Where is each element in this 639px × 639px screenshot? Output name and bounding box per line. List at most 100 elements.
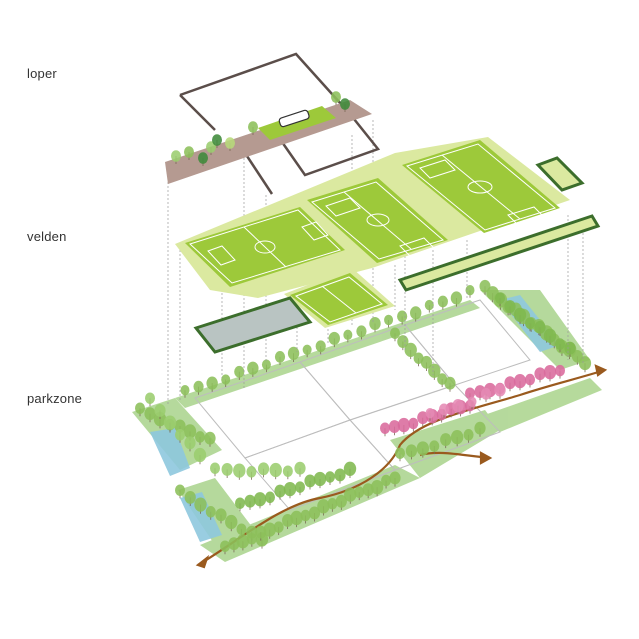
tree bbox=[450, 430, 464, 447]
loper-layer bbox=[165, 52, 381, 195]
tree bbox=[397, 335, 409, 351]
layer-label-loper: loper bbox=[27, 66, 57, 81]
tree bbox=[328, 331, 340, 348]
tree bbox=[263, 522, 276, 539]
tree bbox=[194, 497, 207, 514]
tree bbox=[390, 327, 400, 342]
tree bbox=[283, 481, 297, 499]
tree bbox=[465, 285, 475, 298]
pink-tree bbox=[513, 373, 527, 391]
tree bbox=[246, 532, 257, 547]
pink-tree bbox=[504, 376, 516, 392]
tree bbox=[212, 134, 222, 148]
grey-court bbox=[193, 296, 313, 354]
tree bbox=[220, 540, 230, 555]
tree bbox=[495, 292, 505, 307]
tree bbox=[215, 508, 227, 524]
tree bbox=[247, 361, 259, 377]
small-strip-rectangle bbox=[535, 156, 585, 192]
tree bbox=[205, 506, 216, 520]
tree bbox=[171, 150, 181, 164]
tree bbox=[395, 447, 405, 462]
tree bbox=[144, 407, 156, 423]
pink-tree bbox=[480, 387, 492, 402]
tree bbox=[253, 492, 267, 509]
tree bbox=[287, 346, 300, 363]
water-pond-west bbox=[150, 428, 190, 476]
tree bbox=[344, 487, 357, 504]
tree bbox=[225, 514, 238, 532]
loper-green-patch bbox=[258, 106, 336, 140]
tree bbox=[163, 415, 177, 432]
tree bbox=[206, 141, 216, 155]
tree bbox=[564, 341, 576, 357]
tree bbox=[405, 444, 418, 460]
tree bbox=[221, 462, 233, 478]
tree bbox=[420, 355, 433, 371]
tree bbox=[302, 344, 312, 358]
pink-tree bbox=[408, 417, 419, 432]
tree bbox=[340, 98, 350, 112]
loper-bench bbox=[278, 109, 310, 128]
parkzone-layer bbox=[132, 279, 608, 569]
tree bbox=[248, 121, 258, 135]
tree bbox=[206, 376, 218, 392]
layer-label-parkzone: parkzone bbox=[27, 391, 83, 406]
small-field bbox=[284, 268, 395, 328]
tree bbox=[356, 325, 367, 340]
pink-tree bbox=[494, 383, 506, 399]
tree bbox=[184, 490, 196, 506]
tree bbox=[424, 299, 434, 313]
tree bbox=[290, 510, 303, 528]
tree bbox=[354, 486, 365, 501]
tree bbox=[308, 506, 321, 522]
tree bbox=[437, 295, 448, 310]
tree bbox=[428, 363, 441, 380]
tree bbox=[244, 494, 256, 510]
tree bbox=[404, 342, 417, 360]
pink-tree bbox=[425, 408, 435, 421]
tree bbox=[444, 376, 456, 392]
tree bbox=[210, 462, 220, 477]
pink-tree bbox=[452, 399, 464, 415]
park-trees bbox=[135, 279, 592, 555]
tree bbox=[274, 351, 286, 365]
tree bbox=[474, 421, 486, 437]
tree bbox=[389, 471, 401, 487]
tree bbox=[381, 474, 392, 489]
tree bbox=[195, 431, 205, 445]
tree bbox=[410, 306, 422, 322]
football-field-east bbox=[402, 140, 560, 233]
pink-tree bbox=[543, 365, 557, 382]
loper-trees bbox=[171, 91, 350, 166]
pink-tree bbox=[397, 417, 411, 435]
tree bbox=[221, 374, 231, 388]
tree bbox=[246, 466, 257, 480]
tree bbox=[525, 317, 535, 332]
tree bbox=[154, 403, 166, 419]
tree bbox=[235, 497, 245, 512]
tree bbox=[135, 402, 145, 417]
tree bbox=[440, 433, 452, 449]
tree bbox=[175, 484, 185, 499]
tree bbox=[184, 436, 196, 452]
tree bbox=[265, 491, 275, 506]
tree bbox=[145, 392, 155, 407]
tree bbox=[416, 441, 430, 458]
tree bbox=[555, 338, 565, 353]
tree bbox=[233, 463, 246, 480]
tree bbox=[334, 468, 346, 484]
tree bbox=[343, 461, 357, 478]
tree bbox=[300, 509, 311, 524]
tree bbox=[236, 534, 250, 551]
tree bbox=[282, 465, 293, 480]
tree bbox=[193, 380, 204, 395]
pink-tree bbox=[555, 364, 565, 379]
tree bbox=[204, 431, 216, 447]
tree bbox=[304, 474, 316, 490]
tree bbox=[504, 300, 516, 316]
tree bbox=[369, 316, 381, 333]
tree bbox=[193, 447, 207, 465]
tree bbox=[184, 146, 194, 160]
